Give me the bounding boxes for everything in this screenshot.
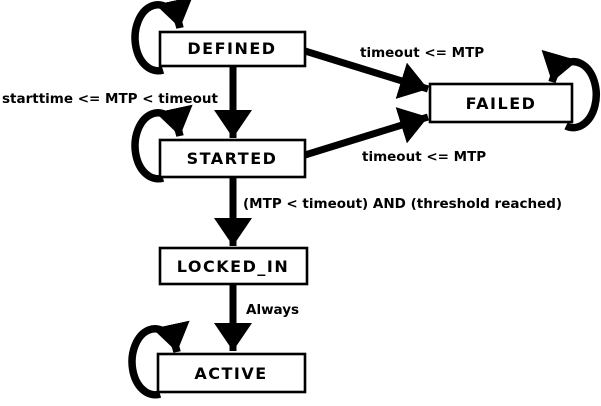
state-box-locked-in — [158, 246, 309, 286]
state-defined: DEFINED — [158, 30, 307, 68]
arrow-started-to-failed — [303, 107, 430, 159]
state-started: STARTED — [158, 138, 307, 179]
self-loop-active-arrow — [128, 320, 190, 399]
state-locked-in: LOCKED_IN — [158, 246, 309, 286]
state-active: ACTIVE — [156, 352, 307, 394]
state-label-active: ACTIVE — [194, 364, 267, 383]
self-loop-started-arrow — [131, 104, 193, 183]
self-loop-defined-arrow — [131, 0, 193, 75]
state-failed: FAILED — [428, 82, 574, 124]
state-box-active — [156, 352, 307, 394]
state-label-defined: DEFINED — [187, 39, 276, 58]
arrow-defined-to-failed — [303, 47, 430, 99]
state-box-defined — [158, 30, 307, 68]
self-loop-failed-arrow — [541, 49, 600, 132]
edge-label-locked-in-to-active: Always — [246, 302, 299, 318]
edge-label-started-to-locked-in: (MTP < timeout) AND (threshold reached) — [243, 196, 562, 212]
edge-label-started-to-failed: timeout <= MTP — [362, 149, 486, 165]
state-box-failed — [428, 82, 574, 124]
edge-label-defined-to-started: starttime <= MTP < timeout — [2, 91, 218, 107]
state-label-started: STARTED — [187, 149, 278, 168]
state-label-locked-in: LOCKED_IN — [177, 257, 289, 276]
state-label-failed: FAILED — [466, 94, 537, 113]
state-box-started — [158, 138, 307, 179]
edge-label-defined-to-failed: timeout <= MTP — [360, 45, 484, 61]
